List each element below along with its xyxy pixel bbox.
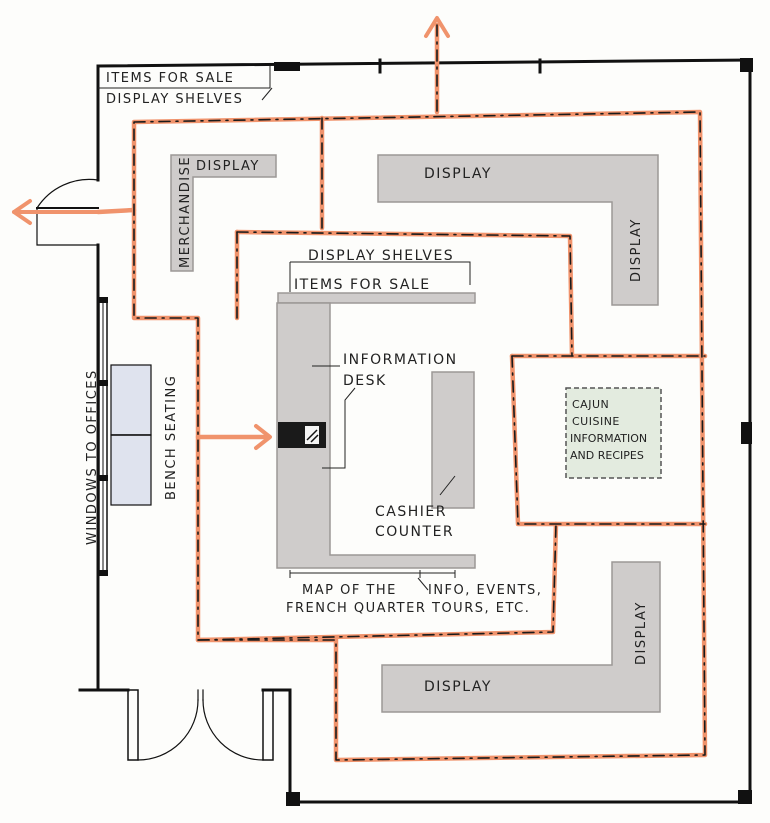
windows-to-offices-label: WINDOWS TO OFFICES — [85, 369, 100, 545]
entrance-door-left — [127, 689, 139, 761]
map-of-the-label: MAP OF THE — [302, 583, 397, 598]
merchandise-label: MERCHANDISE — [178, 156, 193, 268]
counter-label: COUNTER — [375, 524, 454, 540]
column — [741, 422, 752, 444]
display-bottom-label: DISPLAY — [424, 679, 492, 695]
display-units — [170, 154, 661, 713]
column — [274, 62, 300, 71]
exit-arrow-up-icon — [424, 16, 450, 38]
side-door-swing — [36, 178, 99, 209]
cajun-cuisine-kiosk — [565, 387, 662, 479]
entry-arrow-right-icon — [254, 424, 272, 450]
entrance-door-right — [262, 689, 274, 761]
french-quarter-label: FRENCH QUARTER — [286, 601, 426, 616]
display-shelves-label-top: DISPLAY SHELVES — [106, 92, 243, 107]
information-desk — [276, 292, 476, 569]
cashier-counter — [431, 371, 475, 509]
bench-seating-label: BENCH SEATING — [164, 375, 179, 500]
items-for-sale-label-top: ITEMS FOR SALE — [106, 71, 234, 86]
bench-seating — [110, 364, 152, 506]
and-recipes-label: AND RECIPES — [570, 449, 644, 462]
display-right-bottom-label: DISPLAY — [634, 601, 649, 665]
desk-label: DESK — [343, 373, 387, 389]
walls — [36, 58, 753, 806]
top-wall — [96, 58, 752, 68]
labels: ITEMS FOR SALE DISPLAY SHELVES MERCHANDI… — [85, 71, 649, 695]
items-for-sale-label-center: ITEMS FOR SALE — [294, 277, 431, 293]
cuisine-label: CUISINE — [572, 415, 620, 428]
tours-etc-label: TOURS, ETC. — [431, 601, 530, 616]
display-nw-label: DISPLAY — [196, 159, 260, 174]
center-display-shelves — [277, 292, 476, 304]
information-label: INFORMATION — [343, 352, 458, 368]
display-top-label: DISPLAY — [424, 166, 492, 182]
display-right-top-label: DISPLAY — [629, 218, 644, 282]
cashier-label: CASHIER — [375, 504, 447, 520]
windows-to-offices — [98, 297, 108, 576]
info-events-label: INFO, EVENTS, — [428, 583, 542, 598]
display-se — [381, 561, 661, 713]
display-nw — [170, 154, 277, 272]
annotation-lines — [98, 66, 471, 591]
display-ne — [377, 154, 659, 306]
circulation-path — [12, 16, 708, 763]
cajun-information-label: INFORMATION — [570, 432, 647, 445]
display-shelves-label-center: DISPLAY SHELVES — [308, 248, 454, 264]
cajun-label: CAJUN — [572, 398, 609, 411]
